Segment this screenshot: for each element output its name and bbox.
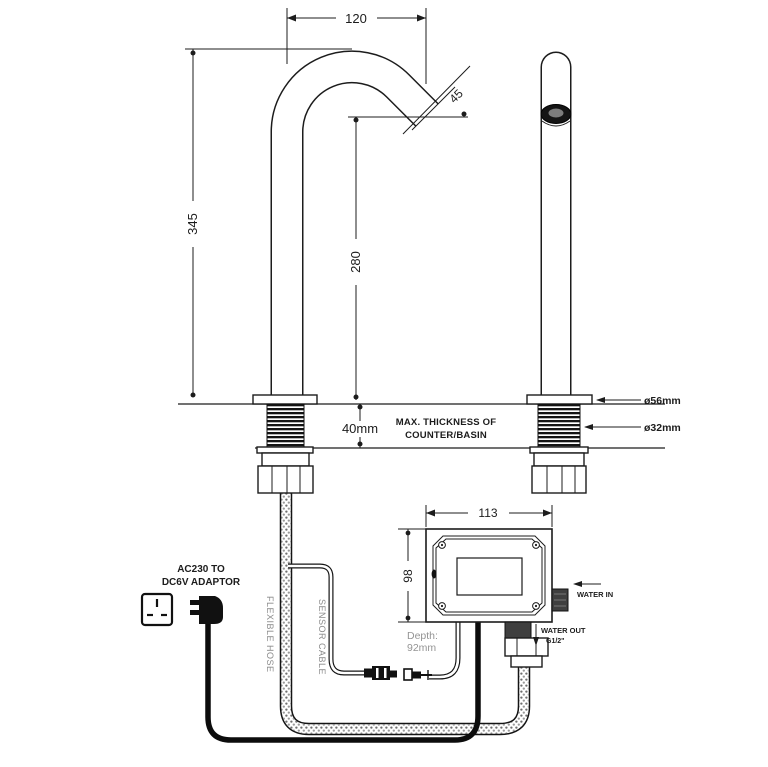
box-label-plate (456, 557, 523, 596)
dim-45-label: 45 (446, 86, 466, 106)
pillar-nut-lower (531, 465, 587, 494)
water-out-label: WATER OUT (541, 626, 586, 635)
dia-32-label: ø32mm (644, 422, 681, 434)
sensor-front-view (526, 51, 593, 494)
sensor-cable-label: SENSOR CABLE (317, 599, 327, 675)
flexible-hose-label: FLEXIBLE HOSE (265, 596, 275, 673)
depth-value: 92mm (407, 642, 436, 654)
counter-note-line1: MAX. THICKNESS OF (396, 417, 497, 428)
counter-note: MAX. THICKNESS OF COUNTER/BASIN (396, 417, 497, 441)
water-in-port: WATER IN (551, 581, 613, 612)
water-out-port: WATER OUT G1/2" (504, 621, 586, 668)
flexible-hose (279, 492, 531, 736)
leader-flange-diameter: ø56mm (596, 395, 681, 407)
dim-40mm-label: 40mm (342, 421, 378, 436)
dim-spout-reach: 120 (286, 8, 427, 84)
box-side-port (431, 569, 437, 579)
dim-280-label: 280 (348, 251, 363, 273)
pillar-washer (529, 446, 589, 454)
adaptor-label-line2: DC6V ADAPTOR (162, 577, 241, 588)
pillar-flange (526, 394, 593, 405)
adaptor-label-line1: AC230 TO (177, 564, 225, 575)
water-out-size-label: G1/2" (546, 638, 565, 645)
control-box (425, 528, 553, 623)
dim-outlet-height: 280 (348, 117, 363, 400)
pillar-thread (537, 403, 581, 448)
pillar-nut-upper (533, 452, 585, 467)
sensor-cable: SENSOR CABLE (288, 563, 461, 681)
water-in-label: WATER IN (577, 590, 613, 599)
dim-total-height: 345 (185, 48, 352, 398)
dia-56-label: ø56mm (644, 395, 681, 407)
dim-120-label: 120 (345, 11, 367, 26)
cable-connector-female (403, 668, 432, 681)
wall-socket-icon (140, 592, 174, 627)
cable-connector-male (364, 666, 397, 680)
counter-note-line2: COUNTER/BASIN (405, 430, 487, 441)
dim-box-width: 113 (425, 505, 553, 527)
water-in-arrow (573, 581, 582, 587)
depth-label: Depth: (407, 630, 438, 642)
power-cord (205, 622, 481, 743)
spout-cut-edge (411, 86, 456, 131)
power-adaptor: AC230 TO DC6V ADAPTOR (140, 564, 241, 627)
dim-113-label: 113 (478, 506, 497, 520)
spout-flange (252, 394, 318, 405)
dim-98-label: 98 (401, 569, 415, 583)
leader-shank-diameter: ø32mm (584, 422, 681, 434)
spout-thread (266, 403, 305, 448)
water-out-arrow (533, 637, 539, 646)
plug-icon (190, 596, 223, 624)
spout-washer (256, 446, 314, 454)
spout-nut-upper (261, 452, 310, 467)
dim-345-label: 345 (185, 213, 200, 235)
spout-side-view (252, 50, 456, 494)
outlet-sensor-eye (540, 104, 572, 127)
box-depth-note: Depth: 92mm (407, 630, 438, 654)
spout-nut-lower (257, 465, 314, 494)
dim-counter-thickness: 40mm (342, 404, 378, 448)
dim-box-height: 98 (398, 528, 426, 623)
